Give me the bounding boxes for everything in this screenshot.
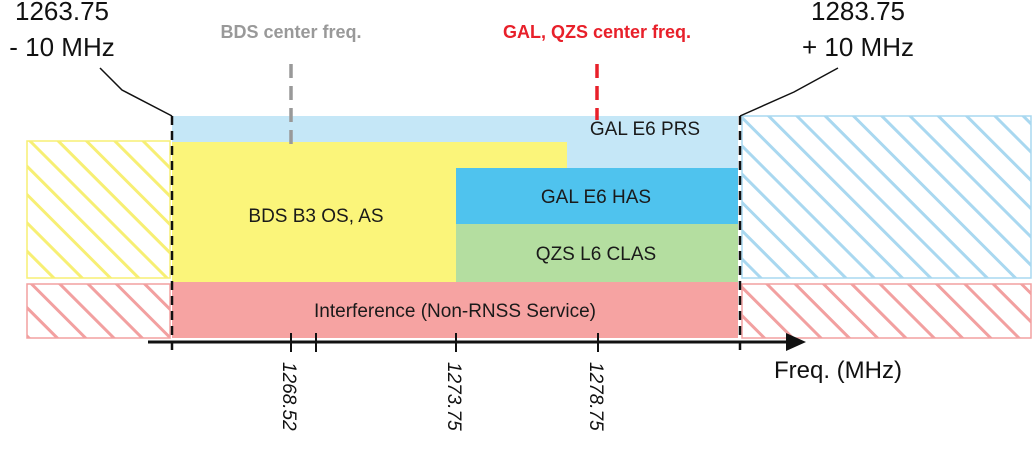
band-interference <box>172 282 738 338</box>
gal-qzs-center-label: GAL, QZS center freq. <box>503 22 691 42</box>
label-gal-e6-prs: GAL E6 PRS <box>590 119 700 140</box>
tick-label-1273-75: 1273.75 <box>443 362 464 431</box>
tick-label-1278-75: 1278.75 <box>585 362 606 431</box>
band-qzs-l6-clas <box>456 224 738 282</box>
band-gal-e6-has <box>456 168 738 224</box>
band-gal-e6-prs-right <box>567 116 738 168</box>
left-hatch-lower <box>26 283 171 339</box>
label-gal-e6-has: GAL E6 HAS <box>541 187 651 208</box>
left-hatch-upper <box>26 140 171 279</box>
tick-label-1268-52: 1268.52 <box>278 362 299 431</box>
bds-center-label: BDS center freq. <box>220 22 361 42</box>
label-interference: Interference (Non-RNSS Service) <box>314 301 596 322</box>
upper-edge-label-line1: 1283.75 <box>811 0 905 26</box>
lower-edge-label-line1: 1263.75 <box>15 0 109 26</box>
right-hatch-upper <box>741 115 1032 279</box>
upper-edge-leader <box>739 67 839 117</box>
freq-axis-arrowhead <box>786 333 806 351</box>
lower-edge-label-line2: - 10 MHz <box>9 32 114 62</box>
axis-title: Freq. (MHz) <box>774 357 902 384</box>
upper-edge-label-line2: + 10 MHz <box>802 32 914 62</box>
lower-edge-leader <box>99 67 173 117</box>
label-bds-b3: BDS B3 OS, AS <box>248 206 383 227</box>
right-hatch-lower <box>741 283 1032 339</box>
label-qzs-l6-clas: QZS L6 CLAS <box>536 244 656 265</box>
